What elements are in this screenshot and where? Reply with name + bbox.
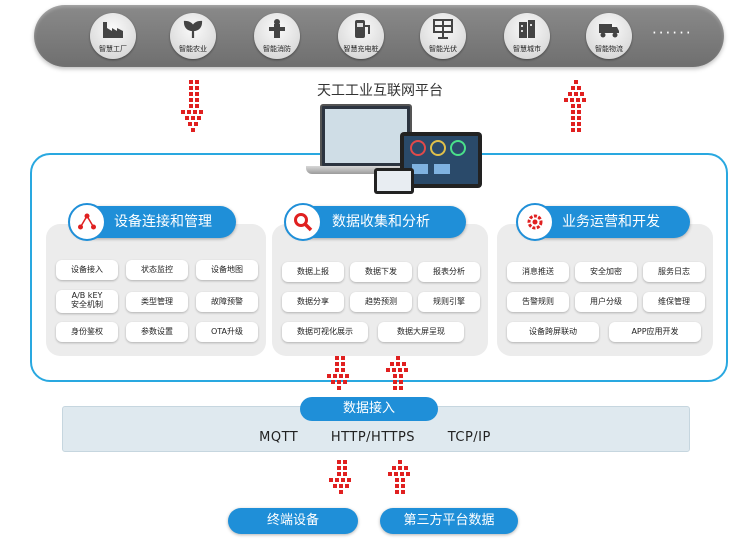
down-arrow-icon bbox=[329, 460, 351, 494]
feature-button[interactable]: 安全加密 bbox=[575, 262, 637, 282]
module-title-data: 数据收集和分析 bbox=[284, 203, 466, 241]
feature-button[interactable]: 消息推送 bbox=[507, 262, 569, 282]
module-title-text: 业务运营和开发 bbox=[562, 214, 660, 230]
scenario-label: 智慧充电桩 bbox=[343, 45, 379, 53]
plant-icon bbox=[183, 20, 203, 38]
feature-button[interactable]: 故障预警 bbox=[196, 292, 258, 312]
protocol-item: MQTT bbox=[259, 430, 299, 445]
up-arrow-icon bbox=[386, 356, 408, 390]
hydrant-icon bbox=[269, 19, 285, 38]
scenario-label: 智慧工厂 bbox=[99, 45, 127, 53]
solar-icon bbox=[433, 19, 453, 39]
feature-button[interactable]: 用户分级 bbox=[575, 292, 637, 312]
data-access-title: 数据接入 bbox=[300, 397, 438, 421]
feature-button[interactable]: A/B kEY 安全机制 bbox=[56, 290, 118, 313]
feature-button[interactable]: 数据可视化展示 bbox=[282, 322, 368, 342]
protocol-item: TCP/IP bbox=[447, 430, 491, 445]
module-title-business: 业务运营和开发 bbox=[516, 203, 690, 241]
laptop-base bbox=[306, 166, 422, 174]
scenario-label: 智能农业 bbox=[179, 45, 207, 53]
down-arrow-icon bbox=[181, 80, 203, 132]
feature-button[interactable]: 告警规则 bbox=[507, 292, 569, 312]
scenario-city[interactable]: 智慧城市 bbox=[504, 13, 550, 59]
scenario-label: 智能光伏 bbox=[429, 45, 457, 53]
third-party-data: 第三方平台数据 bbox=[380, 508, 518, 534]
truck-icon bbox=[599, 24, 619, 38]
protocol-item: HTTP/HTTPS bbox=[330, 430, 416, 445]
scenario-logistics[interactable]: 智能物流 bbox=[586, 13, 632, 59]
feature-button[interactable]: OTA升级 bbox=[196, 322, 258, 342]
network-icon bbox=[78, 213, 96, 230]
scenario-label: 智慧城市 bbox=[513, 45, 541, 53]
feature-button[interactable]: 类型管理 bbox=[126, 292, 188, 312]
feature-button[interactable]: 设备接入 bbox=[56, 260, 118, 280]
feature-button[interactable]: 数据上报 bbox=[282, 262, 344, 282]
feature-button[interactable]: 身份鉴权 bbox=[56, 322, 118, 342]
protocol-list: MQTT HTTP/HTTPS TCP/IP bbox=[62, 430, 688, 445]
module-title-text: 设备连接和管理 bbox=[114, 214, 212, 230]
scenario-agriculture[interactable]: 智能农业 bbox=[170, 13, 216, 59]
feature-button[interactable]: 数据大屏呈现 bbox=[378, 322, 464, 342]
gauge-icon bbox=[410, 140, 466, 174]
feature-button[interactable]: 数据下发 bbox=[350, 262, 412, 282]
scenario-bar: 智慧工厂 智能农业 智能消防 智慧充电桩 智能光伏 智慧城市 智能物流 bbox=[34, 5, 724, 67]
feature-button[interactable]: 设备地图 bbox=[196, 260, 258, 280]
scenario-solar[interactable]: 智能光伏 bbox=[420, 13, 466, 59]
magnifier-icon bbox=[294, 213, 313, 232]
scenario-firefighting[interactable]: 智能消防 bbox=[254, 13, 300, 59]
scenario-label: 智能物流 bbox=[595, 45, 623, 53]
up-arrow-icon bbox=[388, 460, 410, 494]
gear-icon bbox=[527, 214, 543, 230]
scenario-factory[interactable]: 智慧工厂 bbox=[90, 13, 136, 59]
feature-button[interactable]: 维保管理 bbox=[643, 292, 705, 312]
charger-icon bbox=[355, 20, 370, 38]
more-scenarios: ······ bbox=[652, 24, 693, 42]
scenario-charging[interactable]: 智慧充电桩 bbox=[338, 13, 384, 59]
feature-button[interactable]: 数据分享 bbox=[282, 292, 344, 312]
feature-button[interactable]: 规则引擎 bbox=[418, 292, 480, 312]
up-arrow-icon bbox=[564, 80, 586, 132]
feature-button[interactable]: 状态监控 bbox=[126, 260, 188, 280]
scenario-label: 智能消防 bbox=[263, 45, 291, 53]
platform-title: 天工工业互联网平台 bbox=[317, 83, 443, 99]
factory-icon bbox=[103, 22, 123, 38]
feature-button[interactable]: 服务日志 bbox=[643, 262, 705, 282]
down-arrow-icon bbox=[327, 356, 349, 390]
module-title-device: 设备连接和管理 bbox=[68, 203, 236, 241]
tablet-image bbox=[400, 132, 482, 188]
laptop-image bbox=[320, 104, 412, 168]
feature-button[interactable]: 参数设置 bbox=[126, 322, 188, 342]
feature-button[interactable]: 报表分析 bbox=[418, 262, 480, 282]
module-title-text: 数据收集和分析 bbox=[332, 214, 430, 230]
feature-button[interactable]: 设备跨屏联动 bbox=[507, 322, 599, 342]
phone-image bbox=[374, 168, 414, 194]
building-icon bbox=[519, 20, 535, 38]
feature-button[interactable]: 趋势预测 bbox=[350, 292, 412, 312]
feature-button[interactable]: APP应用开发 bbox=[609, 322, 701, 342]
terminal-devices: 终端设备 bbox=[228, 508, 358, 534]
